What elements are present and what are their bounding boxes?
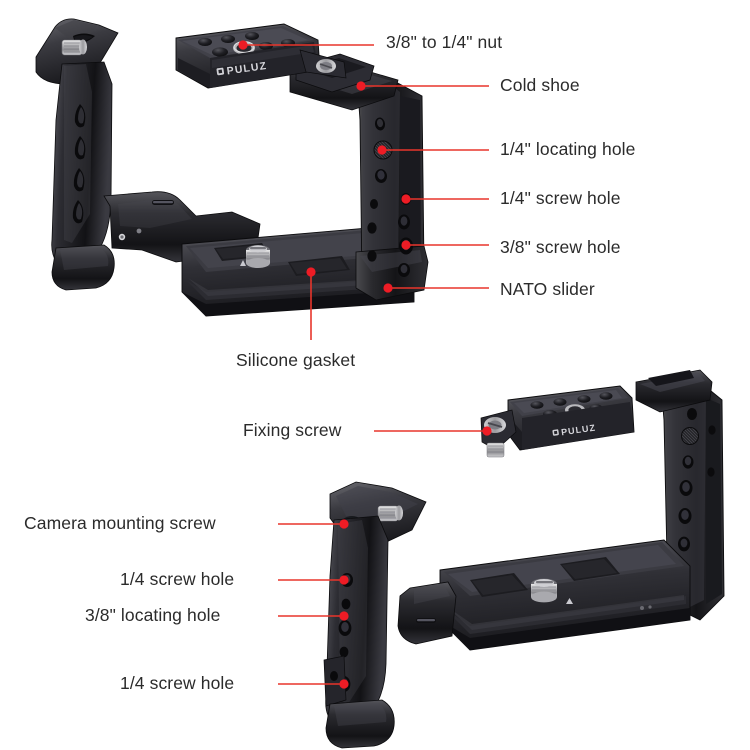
grip-vent-holes (72, 104, 86, 224)
callout-label-cold-shoe: Cold shoe (500, 75, 580, 95)
callout-label-screw-hole-14-lower: 1/4 screw hole (120, 673, 235, 693)
callout-dot-nato-slider (383, 283, 393, 293)
silicone-gasket-pads-bottom (470, 557, 620, 597)
callout-dot-silicone-gasket (306, 267, 316, 277)
callout-label-screw-hole-14: 1/4" screw hole (500, 188, 621, 208)
rail-holes-bottom (677, 408, 716, 580)
callout-dot-locating-hole (377, 145, 387, 155)
callout-label-fixing-screw: Fixing screw (243, 420, 342, 440)
handle-screw-top (61, 39, 87, 56)
callout-label-camera-mounting-screw: Camera mounting screw (24, 513, 216, 533)
svg-text:PULUZ: PULUZ (561, 423, 597, 438)
callout-dot-screw-hole-14 (401, 194, 411, 204)
callout-dot-nut (238, 40, 248, 50)
callout-dot-fixing-screw (482, 426, 492, 436)
callout-dot-camera-mounting-screw (339, 519, 349, 529)
callout-dot-screw-hole-14-upper (339, 575, 349, 585)
top-view-product: PULUZ (35, 18, 429, 317)
bottom-view-product: PULUZ (323, 369, 725, 749)
callout-dot-cold-shoe (356, 81, 366, 91)
callout-dot-locating-hole-38 (339, 611, 349, 621)
side-handle-bottom-view (323, 481, 427, 749)
tripod-screw-top-view (246, 245, 270, 268)
callout-dot-screw-hole-14-lower (339, 679, 349, 689)
callout-label-locating-hole: 1/4" locating hole (500, 139, 636, 159)
callout-dot-screw-hole-38 (401, 240, 411, 250)
puluz-logo-bottom: PULUZ (552, 423, 597, 438)
callout-label-locating-hole-38: 3/8" locating hole (85, 605, 221, 625)
callout-label-silicone-gasket: Silicone gasket (236, 350, 356, 370)
right-rail-top-view (355, 79, 429, 301)
callout-label-nato-slider: NATO slider (500, 279, 595, 299)
base-plate-top-view (181, 225, 415, 317)
puluz-logo: PULUZ (216, 60, 268, 78)
accessory-plate-bottom-view: PULUZ (480, 385, 635, 458)
camera-mounting-screw (377, 505, 403, 522)
callout-label-screw-hole-14-upper: 1/4 screw hole (120, 569, 235, 589)
side-handle-top-view (35, 18, 119, 291)
svg-text:PULUZ: PULUZ (226, 60, 268, 78)
callout-label-nut: 3/8" to 1/4" nut (386, 32, 503, 52)
callout-label-screw-hole-38: 3/8" screw hole (500, 237, 621, 257)
rail-screw-holes (367, 117, 413, 277)
tripod-screw-bottom-view (531, 578, 557, 603)
base-plate-bottom-view (439, 539, 691, 651)
